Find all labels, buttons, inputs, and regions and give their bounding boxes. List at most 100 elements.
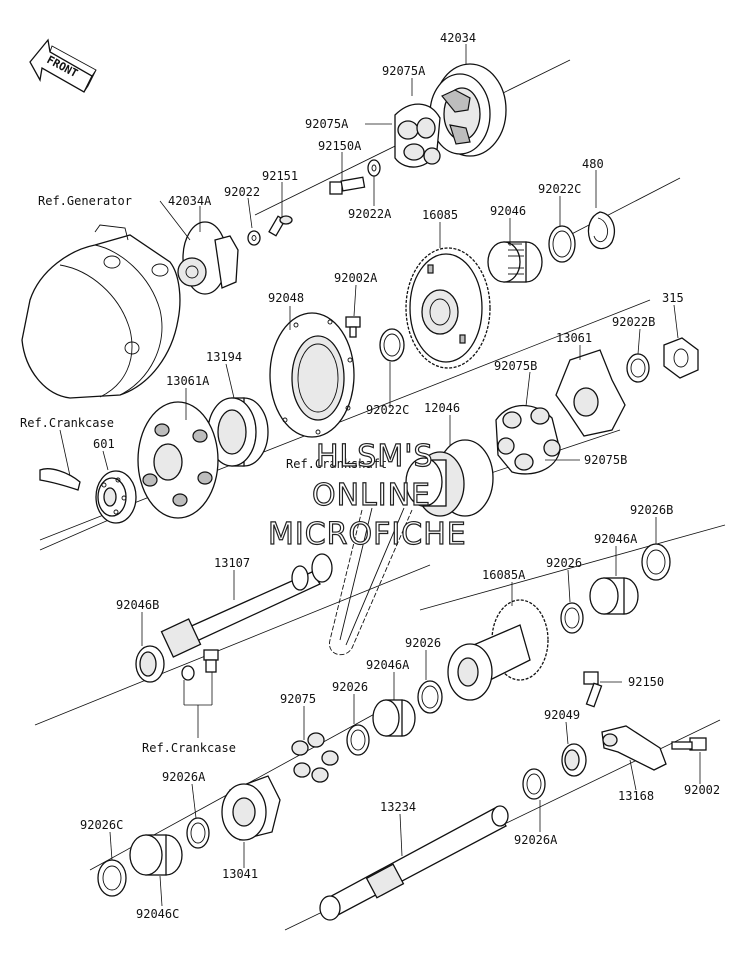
bolt-92002a xyxy=(345,316,361,338)
seal-92046b xyxy=(135,645,165,683)
watermark: HLSM'S ONLINE MICROFICHE xyxy=(267,438,467,552)
washer-92026c xyxy=(97,859,127,897)
sprocket-12046 xyxy=(405,439,494,517)
bearing-601 xyxy=(95,470,137,524)
front-arrow-icon: FRONT xyxy=(29,38,97,93)
washer-92022b xyxy=(626,353,650,383)
label-92150: 92150 xyxy=(628,675,664,689)
starter-clutch-42034 xyxy=(429,63,507,157)
label-92022c: 92022C xyxy=(366,403,409,417)
label-92002: 92002 xyxy=(684,783,720,797)
label-ref-crankshaft: Ref.Crankshaft xyxy=(286,457,387,471)
label-13234: 13234 xyxy=(380,800,416,814)
crankcase-bolts xyxy=(181,649,219,738)
label-92026a: 92026A xyxy=(514,833,558,847)
label-12046: 12046 xyxy=(424,401,460,415)
label-13061: 13061 xyxy=(556,331,592,345)
gear-16085a xyxy=(447,599,549,701)
damper-92075 xyxy=(291,732,339,783)
lever-13168 xyxy=(601,725,667,771)
label-13041: 13041 xyxy=(222,867,258,881)
hub-13041 xyxy=(221,775,281,841)
watermark-line1: HLSM'S xyxy=(316,439,434,474)
label-13061a: 13061A xyxy=(166,374,210,388)
washer-92022a xyxy=(367,159,381,177)
washer-92022c-1 xyxy=(548,225,576,263)
label-92046: 92046 xyxy=(490,204,526,218)
label-16085a: 16085A xyxy=(482,568,526,582)
washer-92026b xyxy=(641,543,671,581)
label-ref-crankcase: Ref.Crankcase xyxy=(20,416,114,430)
label-92026: 92026 xyxy=(546,556,582,570)
label-92151: 92151 xyxy=(262,169,298,183)
label-92022: 92022 xyxy=(224,185,260,199)
generator-housing xyxy=(21,224,181,399)
label-13107: 13107 xyxy=(214,556,250,570)
label-92022c: 92022C xyxy=(538,182,581,196)
label-92046c: 92046C xyxy=(136,907,179,921)
label-13194: 13194 xyxy=(206,350,242,364)
label-16085: 16085 xyxy=(422,208,458,222)
bolt-92002 xyxy=(671,737,707,751)
washer-92022c-2 xyxy=(379,328,405,362)
crankcase-plate xyxy=(39,468,81,491)
flange-13061a xyxy=(137,401,219,519)
circlip-480 xyxy=(587,211,615,250)
watermark-line2: ONLINE xyxy=(312,478,431,513)
label-92026b: 92026B xyxy=(630,503,673,517)
label-ref-generator: Ref.Generator xyxy=(38,194,132,208)
label-92002a: 92002A xyxy=(334,271,378,285)
needle-bearing-92046a-1 xyxy=(589,577,639,615)
label-92049: 92049 xyxy=(544,708,580,722)
label-92026: 92026 xyxy=(405,636,441,650)
label-92026c: 92026C xyxy=(80,818,123,832)
label-92075: 92075 xyxy=(280,692,316,706)
label-92046b: 92046B xyxy=(116,598,159,612)
damper-92075b xyxy=(495,405,561,475)
label-92046a: 92046A xyxy=(366,658,410,672)
damper-92075a xyxy=(394,103,441,168)
plate-92048 xyxy=(269,312,355,438)
watermark-line3: MICROFICHE xyxy=(268,517,467,552)
label-92022a: 92022A xyxy=(348,207,392,221)
bearing-13194 xyxy=(207,397,269,467)
label-13168: 13168 xyxy=(618,789,654,803)
label-42034: 42034 xyxy=(440,31,476,45)
shaft-13234 xyxy=(319,805,509,921)
needle-bearing-92046a-2 xyxy=(372,699,416,737)
label-601: 601 xyxy=(93,437,115,451)
washer-92026a-2 xyxy=(522,768,546,800)
label-42034a: 42034A xyxy=(168,194,212,208)
part-labels: 42034 92075A 92075A 92150A 92022A 480 92… xyxy=(20,31,720,921)
gear-16085 xyxy=(405,247,491,369)
drive-chain xyxy=(329,507,413,656)
label-92046a: 92046A xyxy=(594,532,638,546)
label-92075a: 92075A xyxy=(382,64,426,78)
label-92048: 92048 xyxy=(268,291,304,305)
rotor-42034a xyxy=(177,221,239,295)
shaft-13107 xyxy=(160,553,333,658)
label-92075b: 92075B xyxy=(494,359,537,373)
bolt-92150a xyxy=(329,176,366,195)
hub-13061 xyxy=(555,349,626,437)
label-ref-crankcase: Ref.Crankcase xyxy=(142,741,236,755)
label-315: 315 xyxy=(662,291,684,305)
label-480: 480 xyxy=(582,157,604,171)
washer-92026-2 xyxy=(417,680,443,714)
label-92026a: 92026A xyxy=(162,770,206,784)
bolt-92151 xyxy=(268,215,293,237)
leader-lines xyxy=(59,44,701,907)
bolt-92150 xyxy=(583,671,603,708)
seal-92049 xyxy=(561,743,587,777)
label-92022b: 92022B xyxy=(612,315,655,329)
washer-92026-3 xyxy=(346,724,370,756)
washer-92026a-1 xyxy=(186,817,210,849)
label-92075a: 92075A xyxy=(305,117,349,131)
label-92026: 92026 xyxy=(332,680,368,694)
label-92075b: 92075B xyxy=(584,453,627,467)
label-92150a: 92150A xyxy=(318,139,362,153)
nut-315 xyxy=(663,337,699,379)
washer-92022 xyxy=(247,230,261,246)
